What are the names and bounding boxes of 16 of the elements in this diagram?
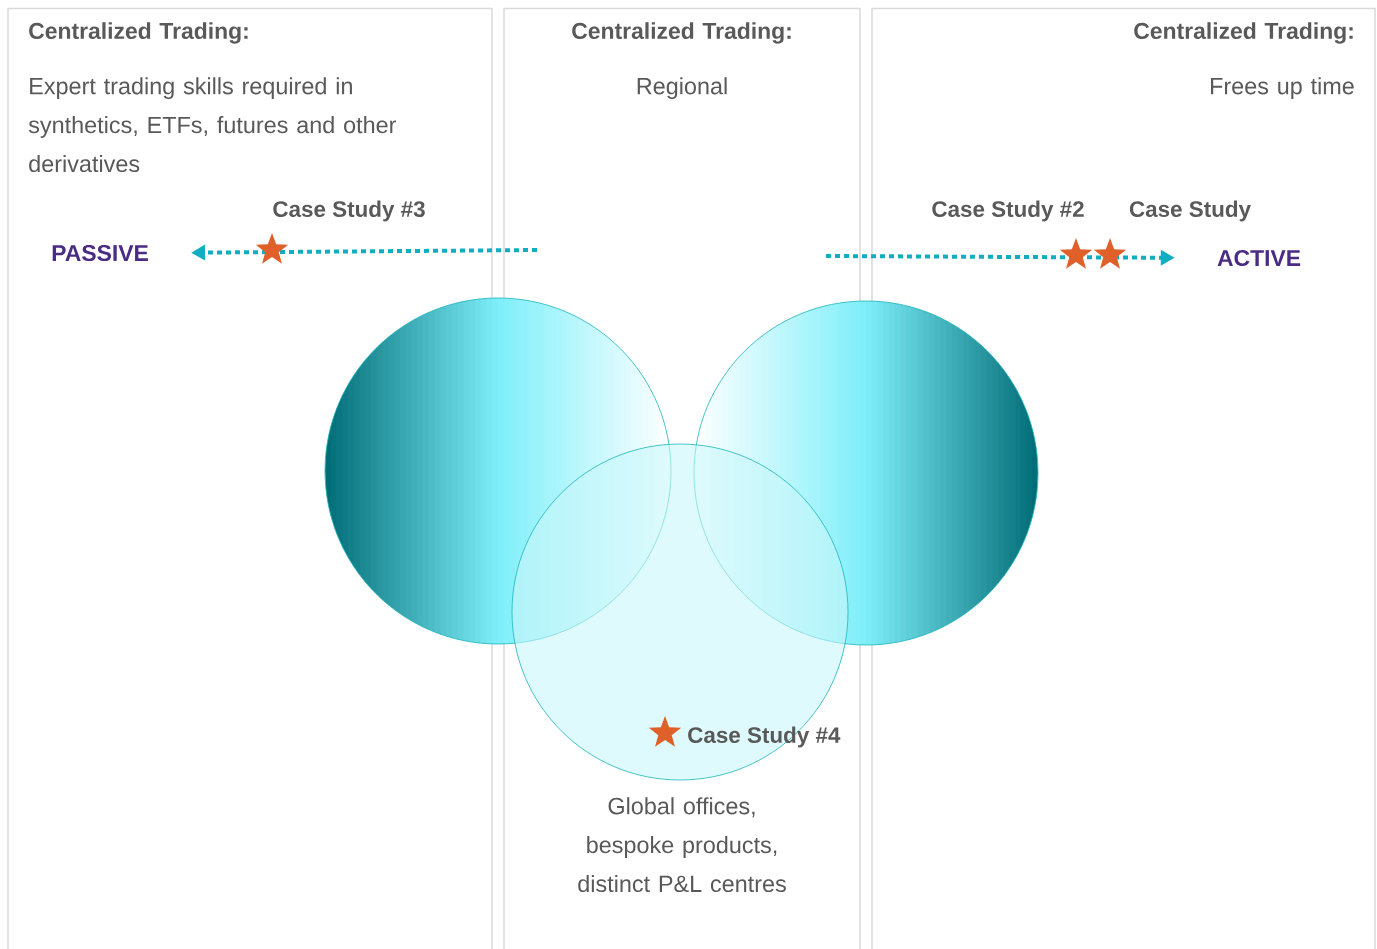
heading-text: Centralized Trading: [572, 22, 791, 44]
case-study-label: Case Study [1129, 200, 1251, 222]
heading-text: Centralized Trading: [1134, 22, 1353, 44]
circle [324, 297, 672, 645]
case-study-label: Case Study #3 [273, 200, 425, 222]
body-text: Frees up time [1211, 77, 1354, 100]
heading-text: Centralized Trading: [29, 22, 248, 44]
body-text: Expert trading skills required in synthetics, ETFs, futures and other derivatives [28, 77, 397, 173]
pole-label: PASSIVE [52, 244, 148, 262]
circle [511, 443, 849, 781]
case-study-label: Case Study #4 [688, 726, 841, 748]
body-text: Global offices, bespoke products, distinct P&L centres [578, 797, 786, 893]
body-text: Regional [637, 77, 727, 100]
case-study-label: Case Study #2 [932, 200, 1084, 222]
circle [693, 300, 1039, 646]
pole-label: ACTIVE [1217, 249, 1301, 267]
